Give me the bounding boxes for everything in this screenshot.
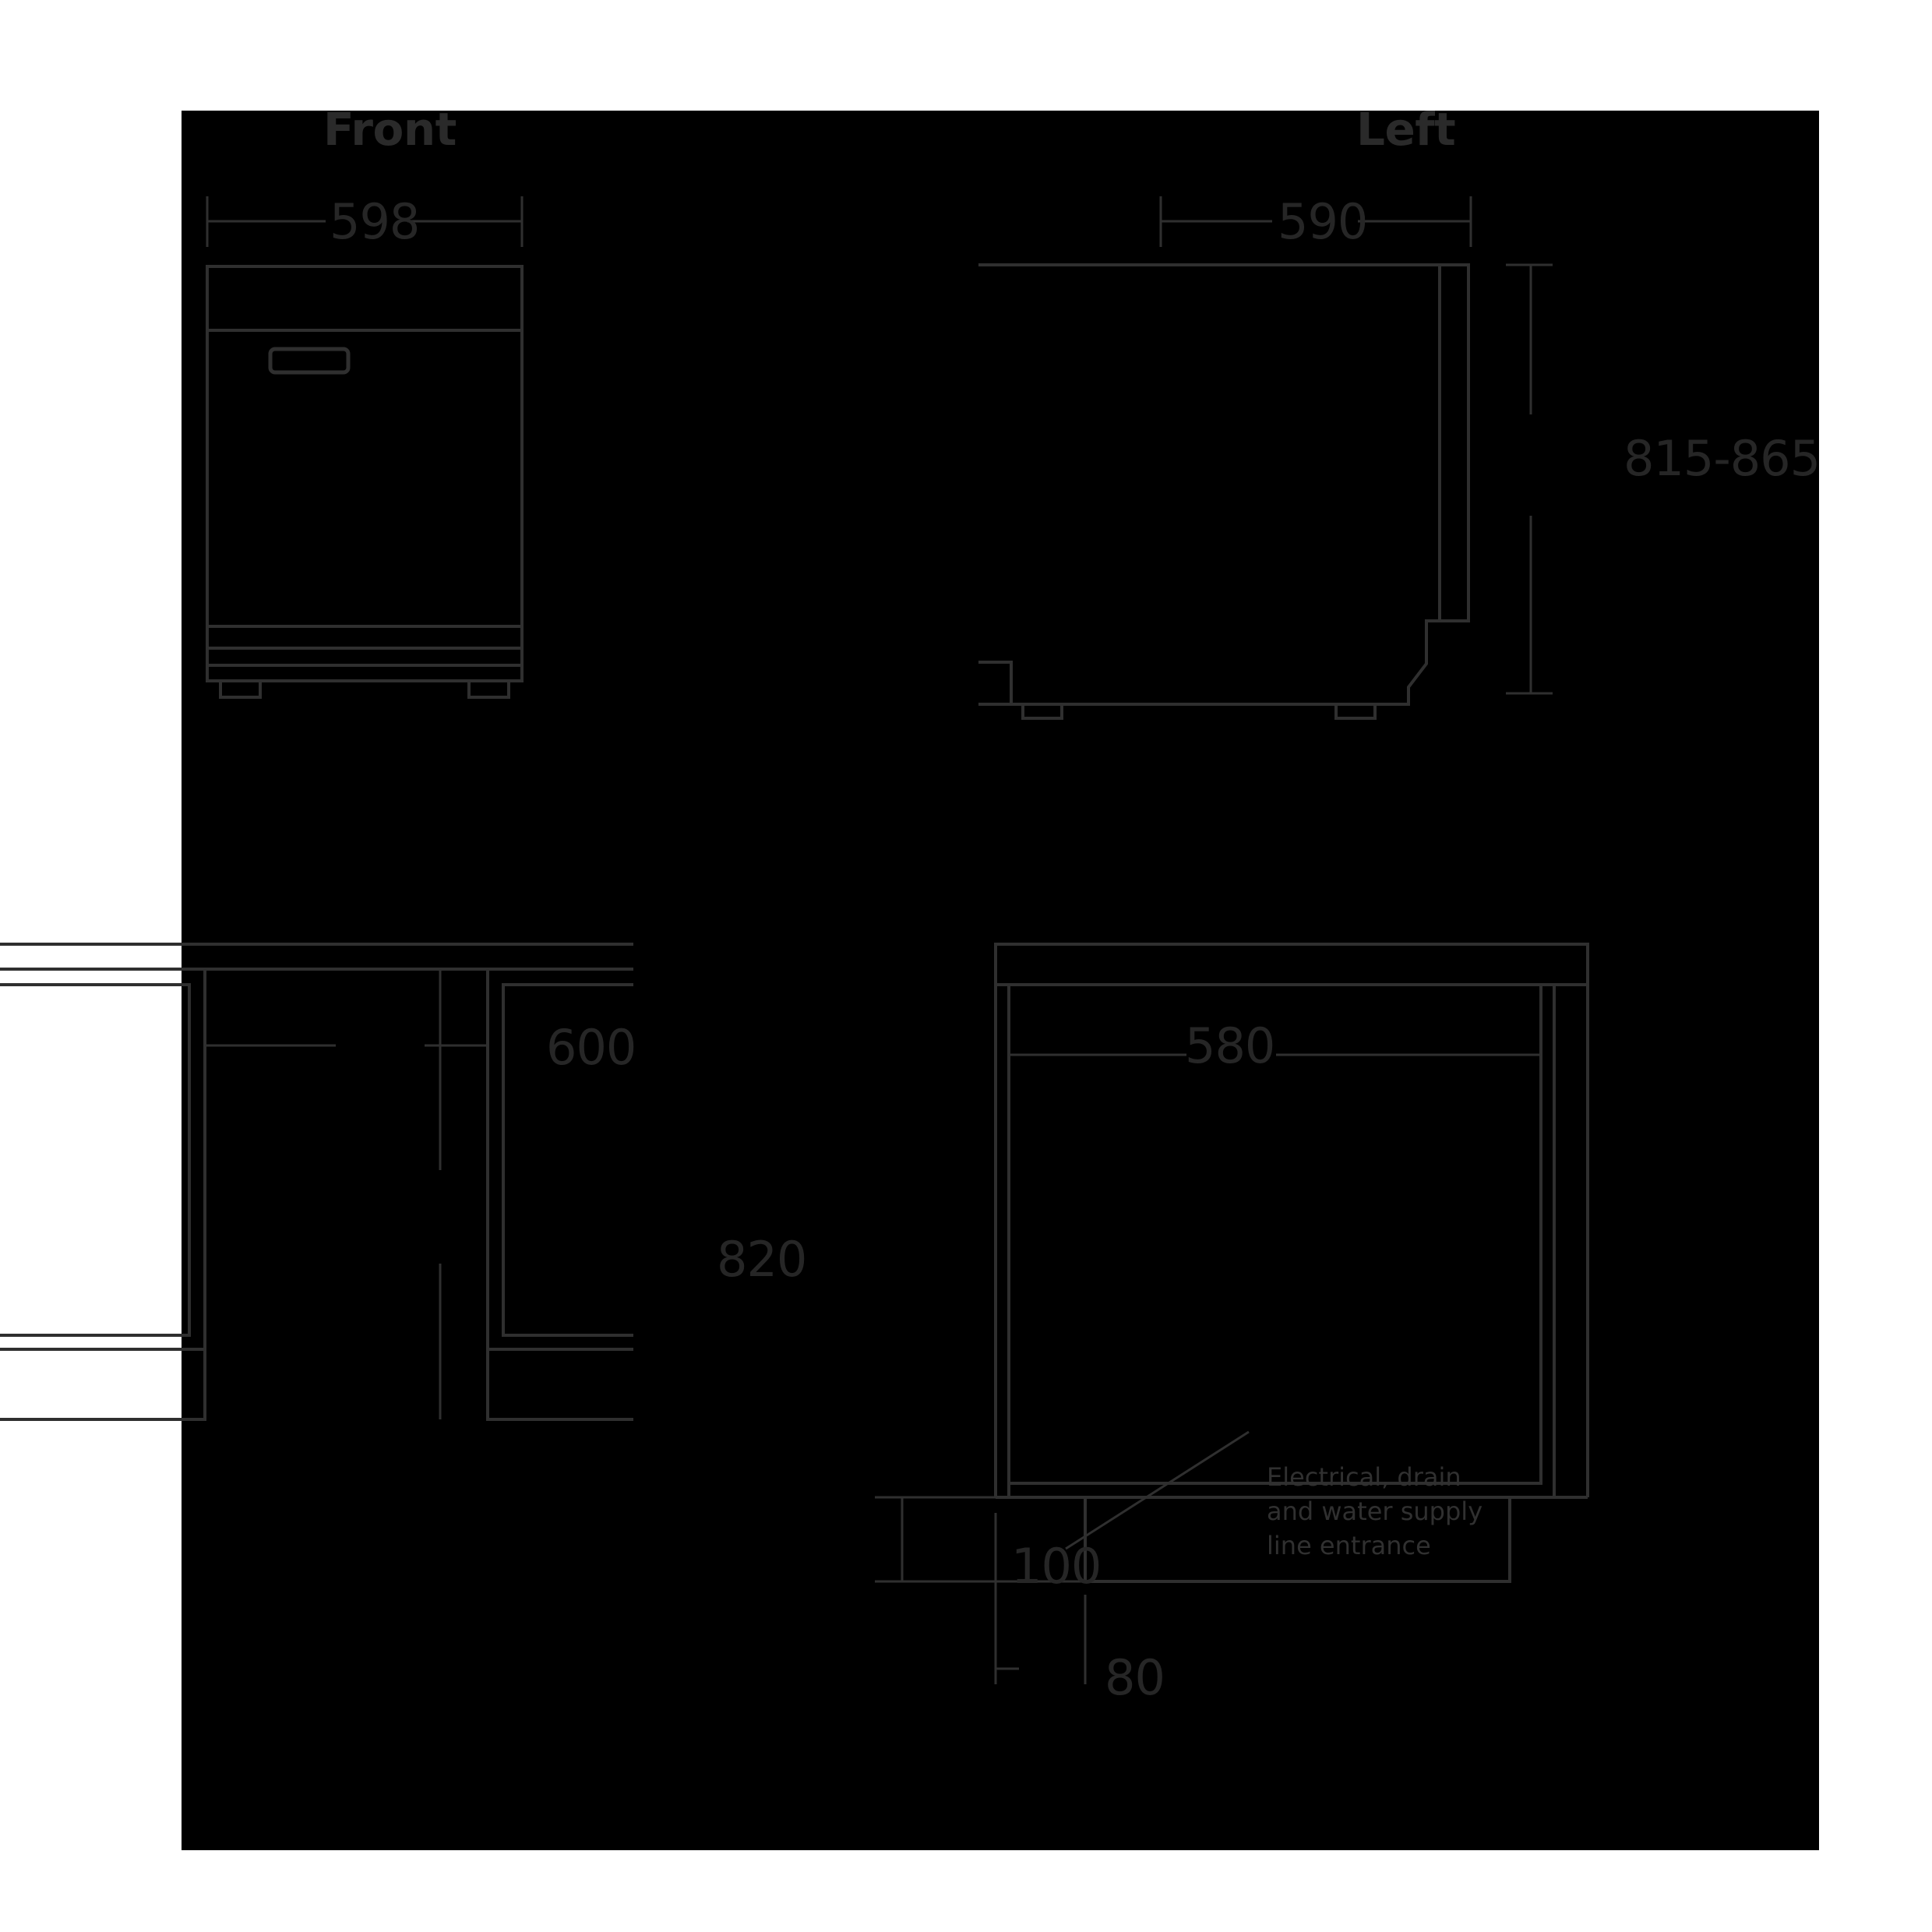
left-cutout-base-dimension: 80: [1105, 1649, 1165, 1706]
left-height-dimension: 815-865: [1624, 430, 1821, 487]
left-cutout-depth-dimension: 580: [1185, 1017, 1275, 1074]
left-view-title: Left: [1356, 103, 1456, 156]
front-cutout-drawing: [0, 943, 633, 1421]
left-depth-dimension: 590: [1278, 193, 1368, 250]
supply-line-annotation: Electrical, drain and water supply line …: [1267, 1462, 1483, 1560]
front-cutout-width-dimension: 600: [546, 1019, 636, 1076]
left-cutout-drawing: [875, 943, 1589, 1684]
left-view-drawing: [978, 196, 1553, 720]
left-cutout-offset-dimension: 100: [1011, 1538, 1102, 1595]
front-cutout-height-dimension: 820: [717, 1231, 807, 1288]
front-width-dimension: 598: [330, 193, 420, 250]
drawing-canvas: Front 598: [0, 103, 1821, 1850]
front-view-title: Front: [323, 103, 457, 156]
front-view-drawing: [206, 196, 524, 699]
